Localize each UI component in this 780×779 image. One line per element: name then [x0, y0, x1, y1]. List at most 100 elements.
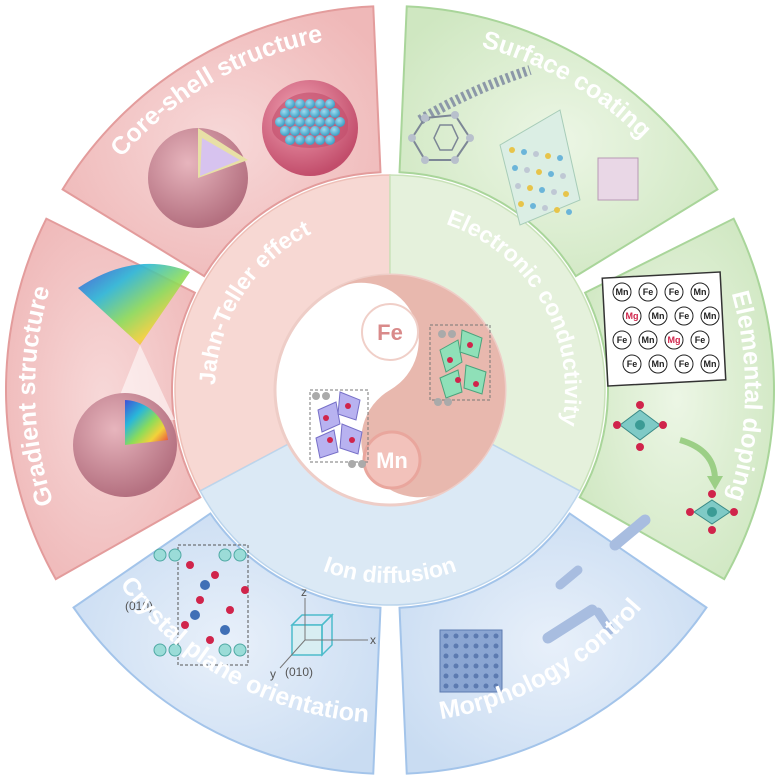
doping-atom-label: Mg	[668, 335, 681, 345]
crystal-atom-cyan	[153, 643, 167, 657]
segment-crystal-plane-orientation	[72, 512, 382, 775]
doping-atom	[638, 282, 658, 302]
doping-atom	[612, 330, 632, 350]
doping-atom	[664, 330, 684, 350]
axis-cube: z x y (010)	[270, 585, 376, 681]
cube-pore	[463, 653, 469, 659]
coating-atom	[542, 205, 548, 211]
cube-pore	[453, 663, 459, 669]
cube-pore	[493, 643, 499, 649]
coating-atom	[539, 187, 545, 193]
core-shell-illustration	[148, 80, 358, 228]
doping-atom	[664, 282, 684, 302]
cube-pore	[443, 683, 449, 689]
core-particle	[300, 108, 310, 118]
crystal-plane-illustration: (010) z x y (010)	[125, 544, 376, 681]
cube-pore	[443, 653, 449, 659]
core-particle	[325, 117, 335, 127]
core-particle	[290, 108, 300, 118]
doping-atom-label: Mn	[704, 311, 717, 321]
surface-coating-illustration	[408, 65, 639, 226]
core-particle	[290, 126, 300, 136]
cube-pore	[473, 643, 479, 649]
doping-atom-label: Mg	[626, 311, 639, 321]
core-particle	[310, 126, 320, 136]
doping-atom	[700, 306, 720, 326]
doping-atom-label: Mn	[652, 311, 665, 321]
coating-atom	[536, 169, 542, 175]
cube-pore	[483, 653, 489, 659]
crystal-atom-cyan	[168, 548, 182, 562]
cube-pore	[483, 643, 489, 649]
core-particle	[300, 126, 310, 136]
cube-pore	[473, 683, 479, 689]
doping-atom	[674, 306, 694, 326]
mn-label: Mn	[376, 448, 408, 473]
carbon-nanotube	[417, 65, 532, 125]
core-particle	[330, 126, 340, 136]
doping-atom	[648, 354, 668, 374]
core-particle	[315, 117, 325, 127]
cube-pore	[463, 663, 469, 669]
coated-surface	[499, 109, 581, 226]
crystal-atom-red	[186, 561, 194, 569]
cube-pore	[473, 673, 479, 679]
cube-pore	[473, 633, 479, 639]
coating-atom	[515, 183, 521, 189]
plane-label-bottom: (010)	[285, 665, 313, 679]
doping-atom-label: Fe	[617, 335, 628, 345]
nanorod-1	[609, 514, 651, 551]
coating-atom	[521, 149, 527, 155]
coating-atom	[512, 165, 518, 171]
cube-pore	[453, 633, 459, 639]
crystal-atom-cyan	[233, 548, 247, 562]
coating-atom	[557, 155, 563, 161]
cube-pore	[473, 663, 479, 669]
coating-atom	[563, 191, 569, 197]
cube-pore	[483, 633, 489, 639]
crystal-atom-blue	[200, 580, 210, 590]
gradient-structure-illustration	[73, 263, 190, 497]
core-particle	[285, 135, 295, 145]
nanorod-2	[555, 565, 583, 590]
gradient-cutout	[125, 400, 168, 445]
core-particle	[295, 99, 305, 109]
crystal-atom-cyan	[153, 548, 167, 562]
core-particle	[315, 135, 325, 145]
crystal-atom-red	[241, 586, 249, 594]
nanorod-3	[542, 604, 598, 644]
axis-y-label: y	[270, 667, 276, 681]
core-particle	[295, 135, 305, 145]
core-particle	[280, 126, 290, 136]
cube-pore	[483, 683, 489, 689]
unit-cell	[177, 544, 249, 666]
doping-atom-label: Fe	[643, 287, 654, 297]
axis-z-label: z	[301, 585, 307, 599]
doping-atom-label: Mn	[704, 359, 717, 369]
core-particle	[295, 117, 305, 127]
doping-atom-label: Fe	[669, 287, 680, 297]
core-particle	[285, 99, 295, 109]
core-particle	[320, 108, 330, 118]
octahedron-after	[686, 490, 738, 534]
doping-atom-label: Fe	[679, 359, 690, 369]
coating-atom	[509, 147, 515, 153]
core-cutout	[200, 138, 240, 176]
cube-pore	[493, 633, 499, 639]
crystal-atom-red	[226, 606, 234, 614]
doping-atom-label: Mn	[616, 287, 629, 297]
cube-pore	[493, 673, 499, 679]
doping-atom	[700, 354, 720, 374]
crystal-atom-blue	[220, 625, 230, 635]
core-particle	[305, 117, 315, 127]
cube-pore	[473, 653, 479, 659]
cube-pore	[443, 643, 449, 649]
coating-atoms	[509, 147, 572, 215]
doping-atom-label: Mn	[694, 287, 707, 297]
coating-atom	[548, 171, 554, 177]
carbon-cage	[408, 111, 474, 164]
core-particle	[335, 117, 345, 127]
